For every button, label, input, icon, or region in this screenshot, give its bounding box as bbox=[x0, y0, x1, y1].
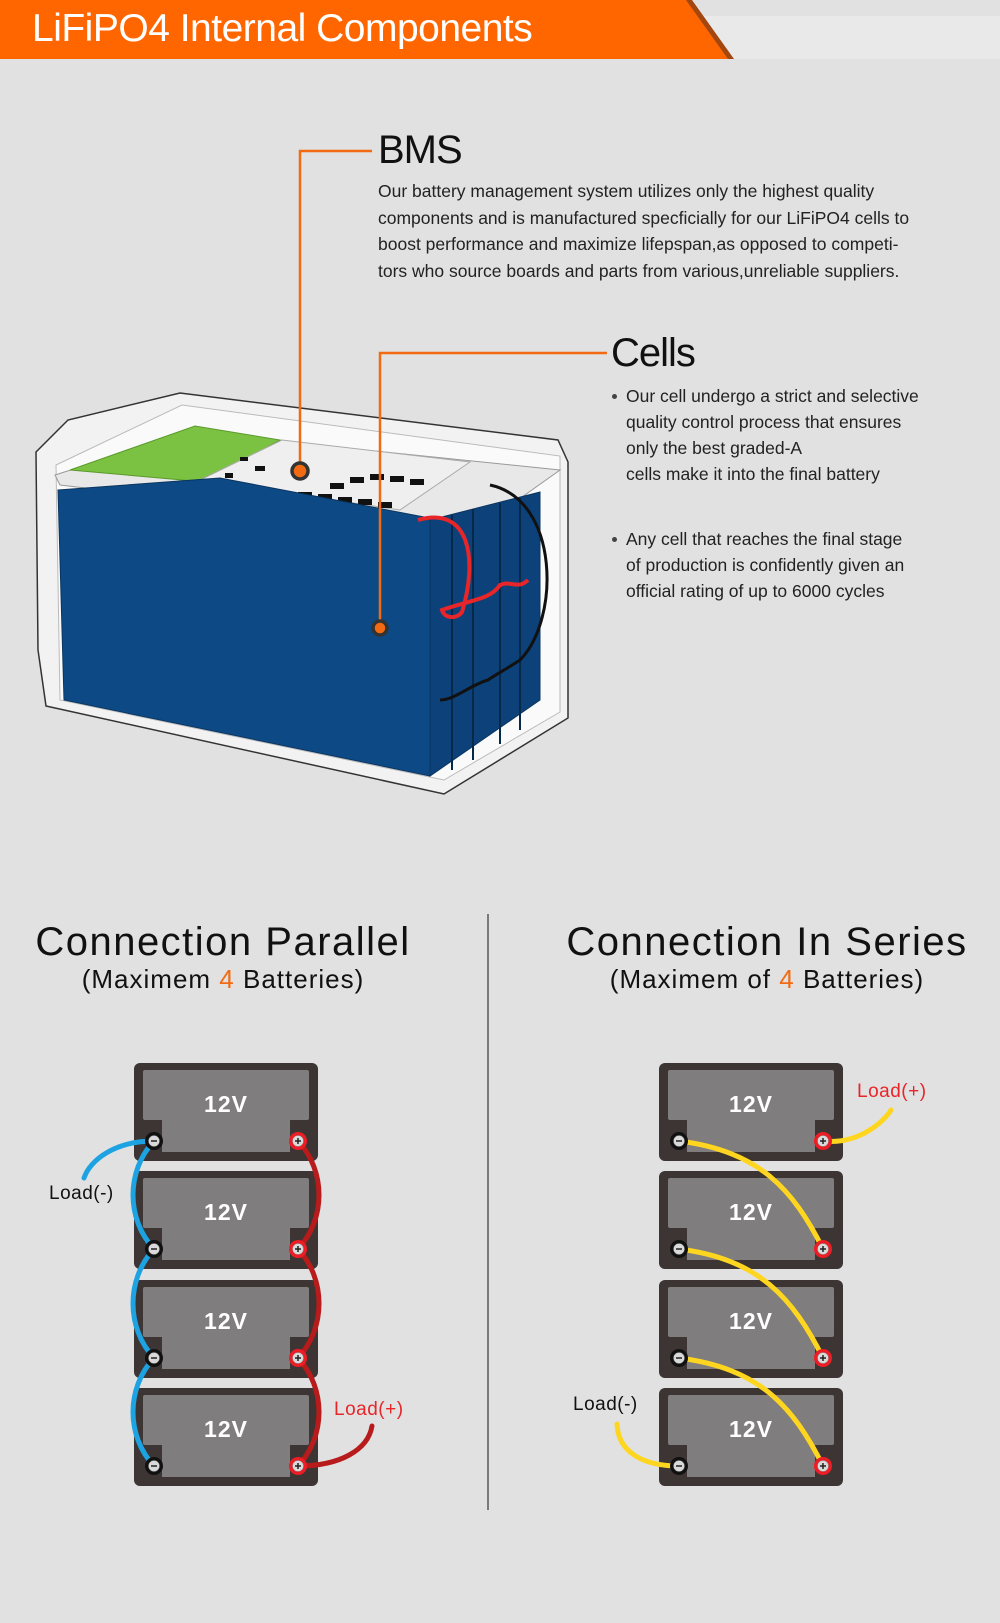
series-load-negative-label: Load(-) bbox=[573, 1394, 638, 1415]
parallel-title: Connection Parallel bbox=[35, 920, 411, 964]
header-banner: LiFiPO4 Internal Components bbox=[0, 0, 1000, 59]
battery: 12V bbox=[659, 1280, 843, 1378]
bms-line: components and is manufactured specficia… bbox=[378, 207, 910, 228]
battery-voltage: 12V bbox=[204, 1091, 248, 1117]
battery: 12V bbox=[659, 1388, 843, 1486]
battery: 12V bbox=[134, 1063, 318, 1161]
black-wire bbox=[439, 483, 549, 702]
subtitle-text: (Maximem bbox=[81, 964, 220, 994]
battery-voltage: 12V bbox=[729, 1308, 773, 1334]
battery-count: 4 bbox=[779, 964, 795, 994]
bullet-line: Our cell undergo a strict and selective bbox=[626, 386, 919, 406]
red-wire bbox=[417, 515, 530, 619]
cells-leader-line bbox=[378, 351, 607, 628]
series-load-positive-label: Load(+) bbox=[857, 1081, 927, 1102]
bullet-line: official rating of up to 6000 cycles bbox=[626, 581, 885, 601]
bullet-line: quality control process that ensures bbox=[626, 412, 902, 432]
bms-line: tors who source boards and parts from va… bbox=[378, 260, 900, 281]
series-subtitle: (Maximem of 4 Batteries) bbox=[534, 964, 1000, 994]
bullet-line: Any cell that reaches the final stage bbox=[626, 529, 903, 549]
battery-voltage: 12V bbox=[204, 1416, 248, 1442]
bms-title: BMS bbox=[378, 128, 463, 172]
bms-leader-dot bbox=[290, 461, 310, 481]
bullet-line: of production is confidently given an bbox=[626, 555, 905, 575]
bms-leader-line bbox=[298, 149, 372, 471]
bullet-line: only the best graded-A bbox=[626, 438, 803, 458]
subtitle-text: Batteries) bbox=[234, 964, 365, 994]
bms-description: Our battery management system utilizes o… bbox=[378, 178, 909, 284]
battery: 12V bbox=[134, 1388, 318, 1486]
subtitle-text: (Maximem of bbox=[609, 964, 780, 994]
battery-voltage: 12V bbox=[204, 1199, 248, 1225]
cell-pack bbox=[57, 477, 541, 777]
battery-voltage: 12V bbox=[204, 1308, 248, 1334]
subtitle-text: Batteries) bbox=[794, 964, 925, 994]
battery: 12V bbox=[134, 1171, 318, 1269]
cells-leader-dot bbox=[371, 619, 389, 637]
bullet-dot-icon bbox=[612, 537, 617, 542]
battery-voltage: 12V bbox=[729, 1416, 773, 1442]
battery-count: 4 bbox=[219, 964, 235, 994]
header-background bbox=[0, 0, 1000, 59]
battery-cutaway-illustration bbox=[35, 392, 569, 795]
bullet-dot-icon bbox=[612, 394, 617, 399]
bullet-line: cells make it into the final battery bbox=[626, 464, 880, 484]
battery: 12V bbox=[659, 1171, 843, 1269]
section-divider bbox=[487, 914, 489, 1510]
parallel-load-negative-label: Load(-) bbox=[49, 1183, 114, 1204]
battery-voltage: 12V bbox=[729, 1199, 773, 1225]
bms-board bbox=[69, 425, 472, 511]
battery: 12V bbox=[134, 1280, 318, 1378]
page-title: LiFiPO4 Internal Components bbox=[32, 7, 533, 50]
parallel-subtitle: (Maximem 4 Batteries) bbox=[0, 964, 446, 994]
parallel-load-positive-label: Load(+) bbox=[334, 1399, 404, 1420]
battery-voltage: 12V bbox=[729, 1091, 773, 1117]
series-title: Connection In Series bbox=[566, 920, 968, 964]
cells-bullet: Our cell undergo a strict and selective … bbox=[612, 383, 919, 487]
bms-line: boost performance and maximize lifepspan… bbox=[378, 234, 899, 254]
battery: 12V bbox=[659, 1063, 843, 1161]
bms-line: Our battery management system utilizes o… bbox=[378, 181, 875, 201]
cells-bullet: Any cell that reaches the final stage of… bbox=[612, 526, 905, 604]
cells-title: Cells bbox=[611, 331, 696, 375]
leader-lines bbox=[290, 149, 607, 637]
